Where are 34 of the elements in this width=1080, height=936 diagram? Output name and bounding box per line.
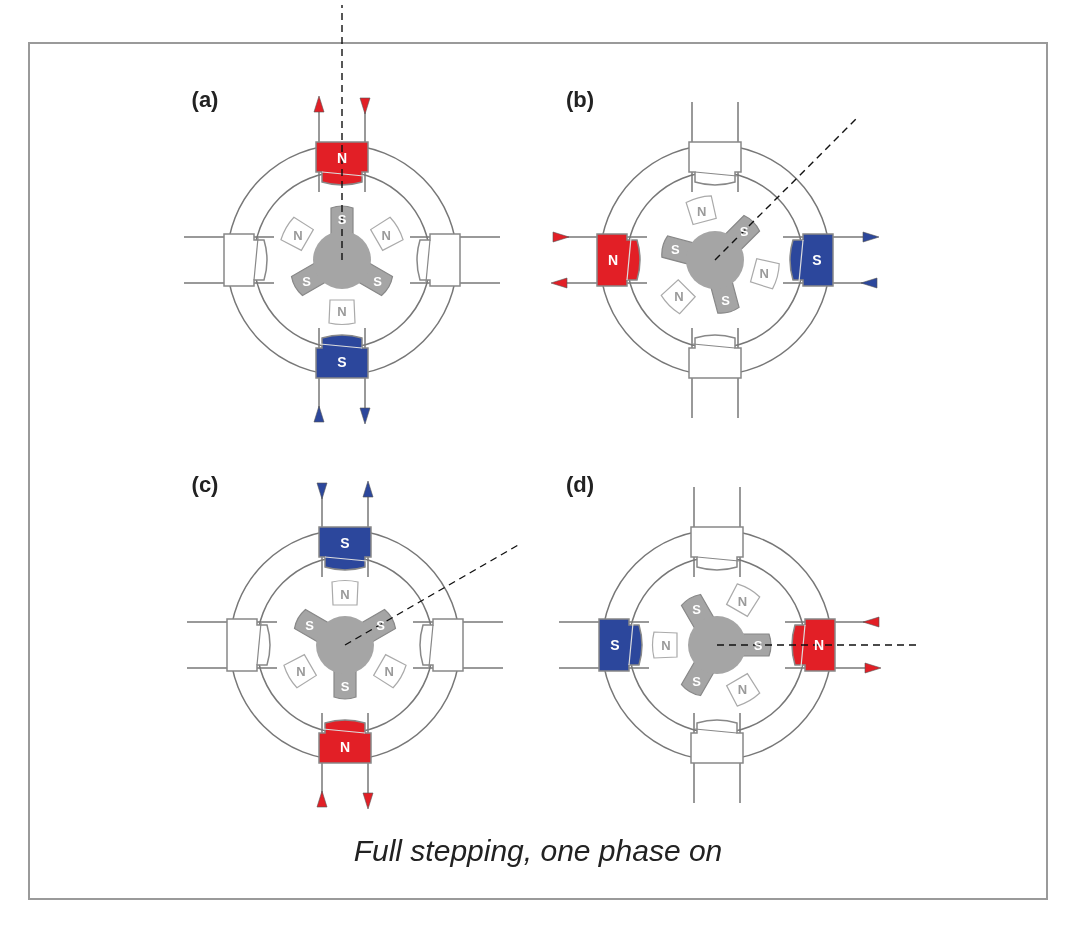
panel-label: (c): [191, 474, 219, 496]
rotor-pole-letter: N: [384, 664, 394, 677]
pole-letter: S: [337, 355, 347, 369]
pole-letter: S: [812, 253, 822, 267]
rotor-pole-letter: S: [302, 274, 311, 287]
rotor-pole-letter: S: [671, 242, 680, 256]
panel-label: (a): [191, 89, 219, 111]
rotor-pole-letter: S: [340, 679, 350, 693]
panel-label: (d): [565, 474, 595, 496]
pole-letter: N: [336, 151, 348, 165]
rotor-pole-letter: S: [337, 212, 347, 226]
rotor-pole-letter: S: [305, 618, 314, 631]
caption: Full stepping, one phase on: [353, 834, 723, 867]
pole-letter: N: [339, 740, 351, 754]
rotor-pole-letter: S: [692, 674, 701, 687]
rotor-pole-letter: N: [697, 204, 707, 218]
rotor-pole-letter: N: [381, 228, 391, 241]
rotor-pole-letter: N: [674, 289, 684, 303]
pole-letter: N: [813, 638, 825, 652]
rotor-pole-letter: N: [337, 304, 347, 318]
rotor-pole-letter: N: [737, 594, 748, 608]
pole-letter: S: [610, 638, 620, 652]
rotor-pole-letter: N: [293, 228, 303, 241]
rotor-pole-letter: N: [296, 664, 306, 677]
panel-label: (b): [565, 89, 595, 111]
pole-letter: N: [607, 253, 619, 267]
rotor-pole-letter: N: [661, 638, 671, 652]
rotor-pole-letter: N: [737, 682, 748, 696]
rotor-pole-letter: S: [692, 603, 701, 616]
rotor-pole-letter: N: [340, 587, 350, 601]
rotor-pole-letter: S: [721, 293, 730, 307]
rotor-pole-letter: S: [373, 274, 382, 287]
pole-letter: S: [340, 536, 350, 550]
rotor-pole-letter: N: [759, 266, 769, 280]
